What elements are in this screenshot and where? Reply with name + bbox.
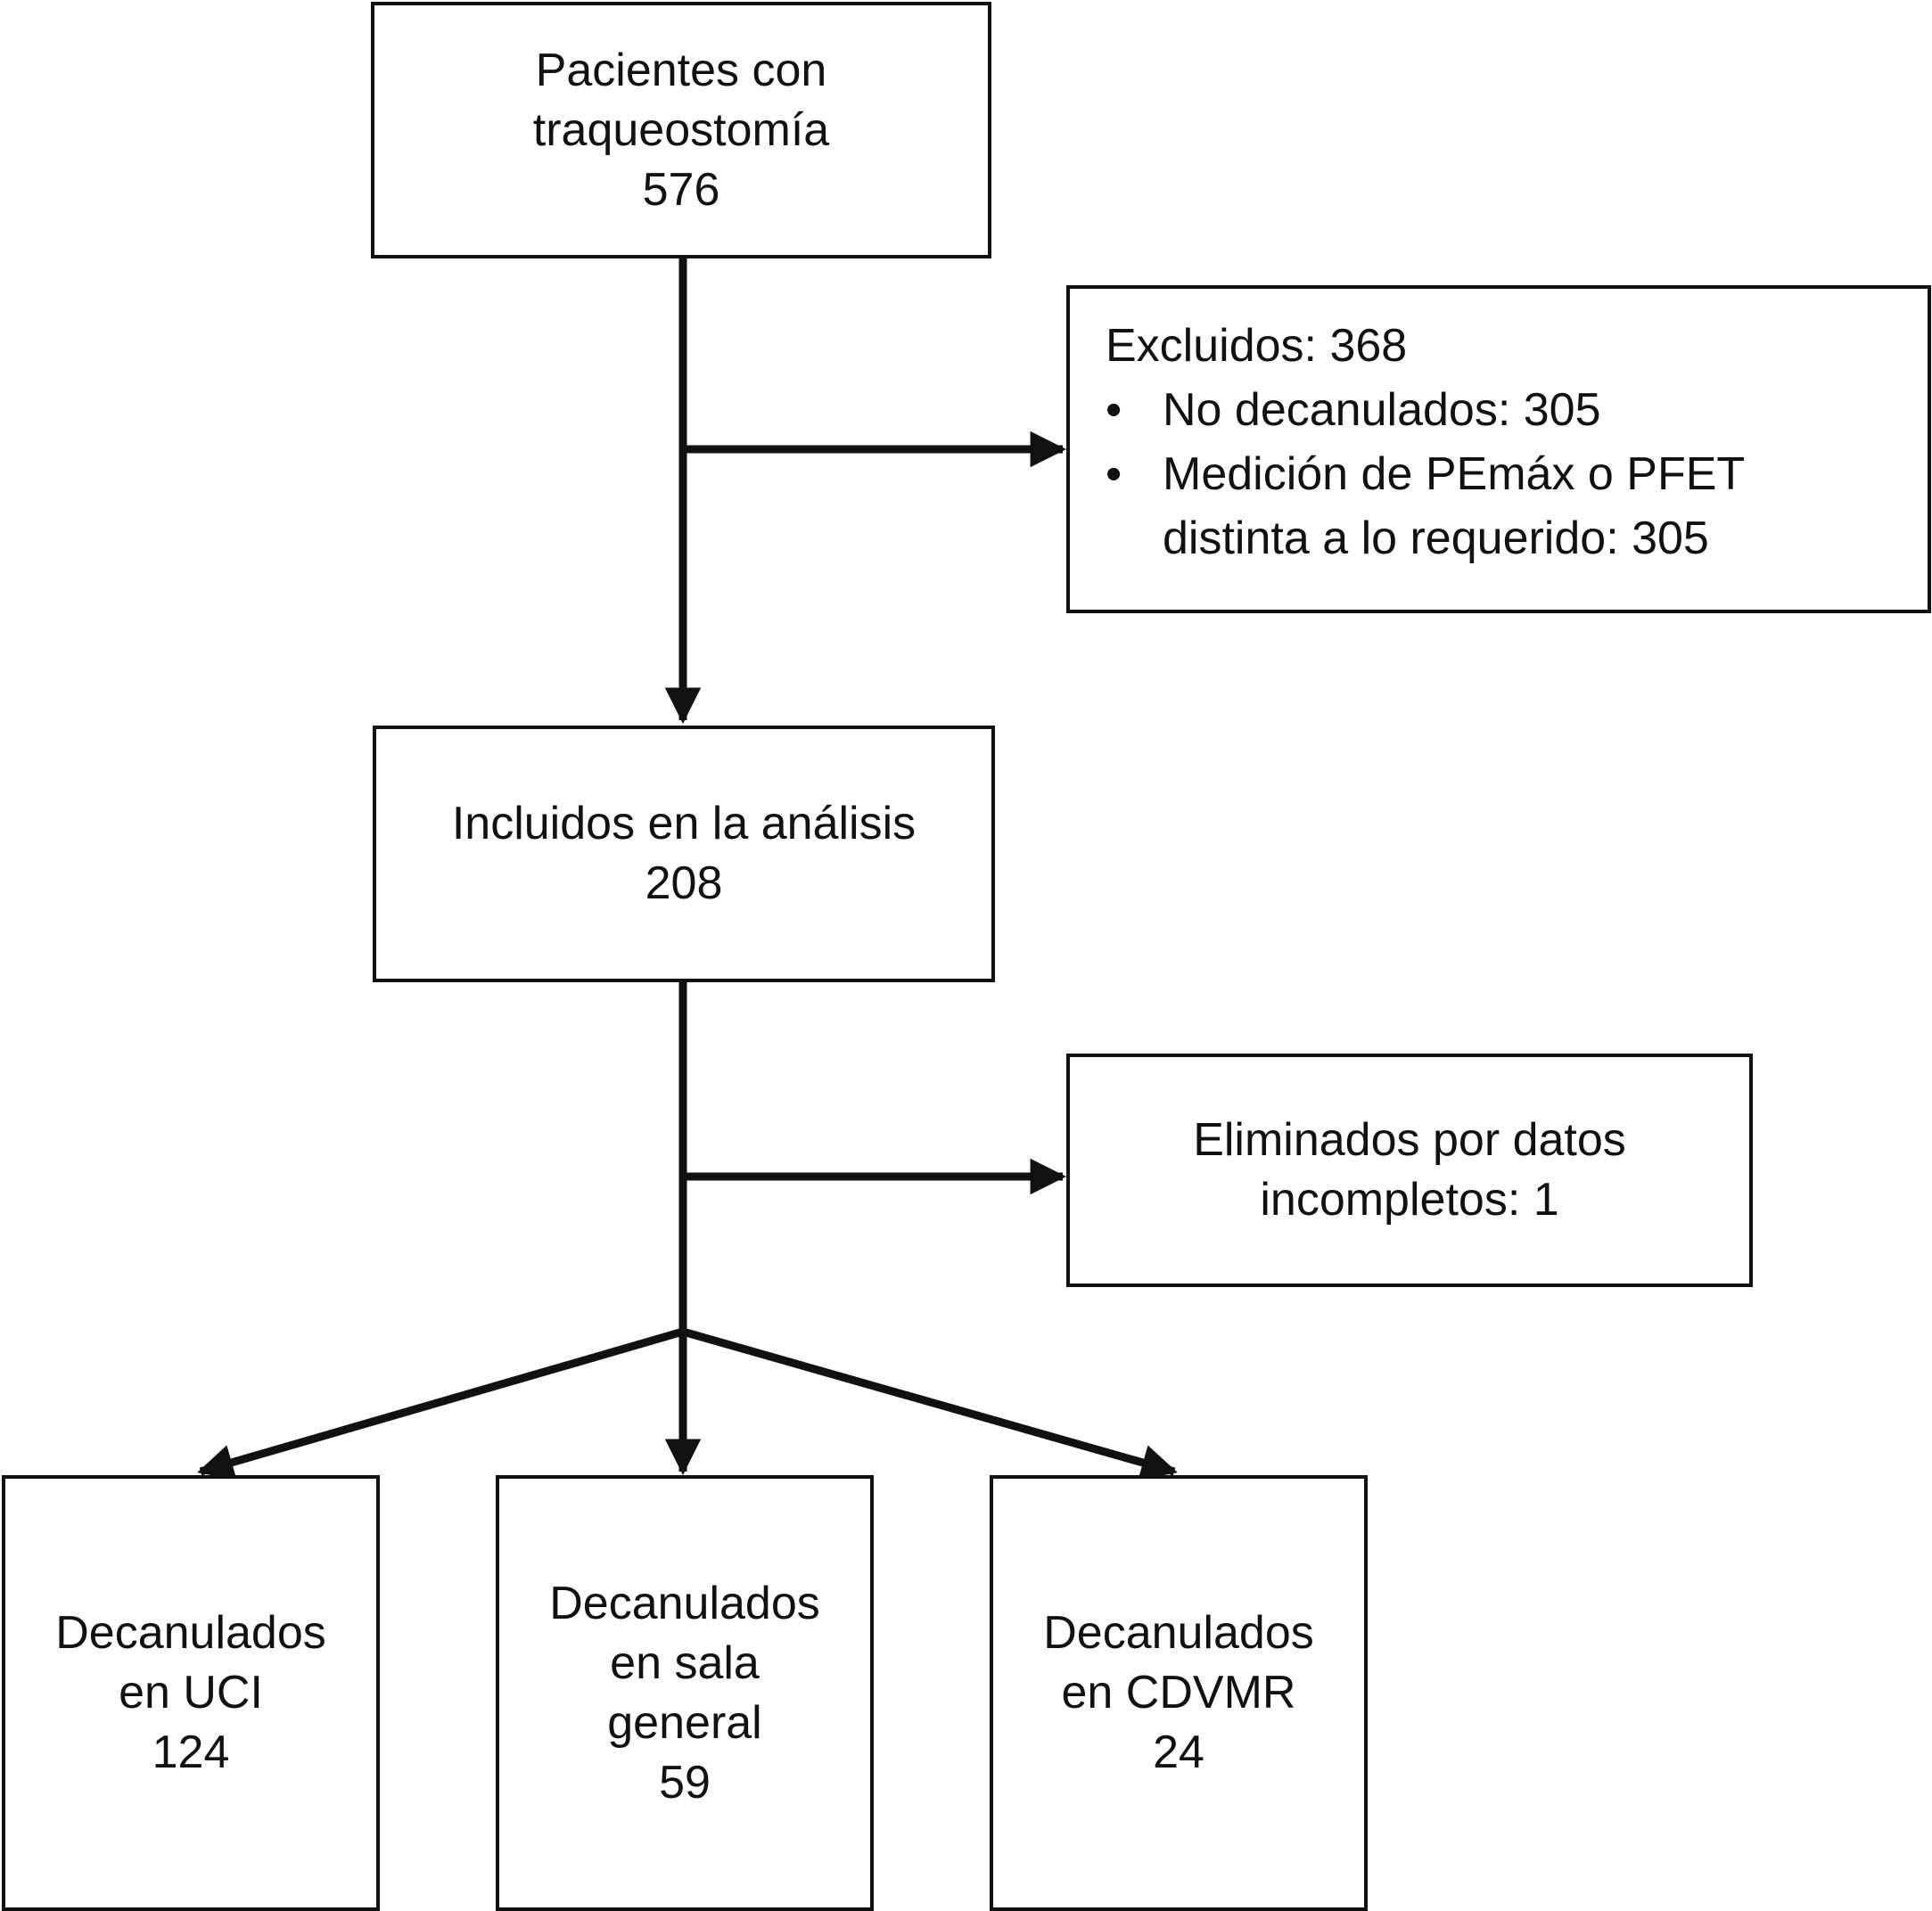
- cdvmr-line-2: en CDVMR: [1061, 1667, 1296, 1718]
- cdvmr-line-1: Decanulados: [1043, 1607, 1314, 1659]
- excluded-item-2-text: Medición de PEmáx o PFET: [1163, 448, 1746, 500]
- bullet-icon: •: [1106, 384, 1122, 436]
- eliminated-line-1: Eliminados por datos: [1193, 1114, 1626, 1166]
- sala-line-1: Decanulados: [549, 1577, 820, 1629]
- patients-tracheostomy-box: Pacientes con traqueostomía 576: [371, 2, 991, 258]
- sala-line-3: general: [607, 1696, 762, 1749]
- decannulated-cdvmr-box: Decanulados en CDVMR 24: [990, 1475, 1368, 1911]
- excluded-title: Excluidos: 368: [1106, 320, 1408, 372]
- excluded-item-1: • No decanulados: 305: [1106, 378, 1601, 442]
- decannulated-general-ward-box: Decanulados en sala general 59: [496, 1475, 874, 1911]
- start-line-2: traqueostomía: [532, 103, 830, 156]
- sala-line-2: en sala: [610, 1636, 760, 1689]
- start-line-1: Pacientes con: [535, 44, 827, 96]
- included-count: 208: [645, 857, 723, 909]
- eliminated-box: Eliminados por datos incompletos: 1: [1066, 1054, 1753, 1287]
- arrow-to-cdvmr: [681, 1327, 1178, 1480]
- included-label: Incluidos en la análisis: [451, 798, 917, 849]
- uci-line-1: Decanulados: [55, 1607, 326, 1659]
- excluded-item-2-text-cont: distinta a lo requerido: 305: [1163, 513, 1709, 564]
- excluded-item-2: • Medición de PEmáx o PFET: [1106, 442, 1745, 506]
- eliminated-line-2: incompletos: 1: [1260, 1174, 1559, 1226]
- cdvmr-count: 24: [1153, 1726, 1204, 1778]
- uci-line-2: en UCI: [119, 1667, 263, 1718]
- excluded-box: Excluidos: 368 • No decanulados: 305 • M…: [1066, 285, 1931, 613]
- uci-count: 124: [152, 1726, 230, 1778]
- bullet-icon: •: [1106, 448, 1122, 500]
- arrow-to-uci: [197, 1327, 685, 1480]
- sala-count: 59: [659, 1756, 711, 1808]
- start-count: 576: [642, 163, 720, 216]
- excluded-item-1-text: No decanulados: 305: [1163, 384, 1601, 436]
- included-analysis-box: Incluidos en la análisis 208: [373, 726, 995, 982]
- decannulated-uci-box: Decanulados en UCI 124: [2, 1475, 380, 1911]
